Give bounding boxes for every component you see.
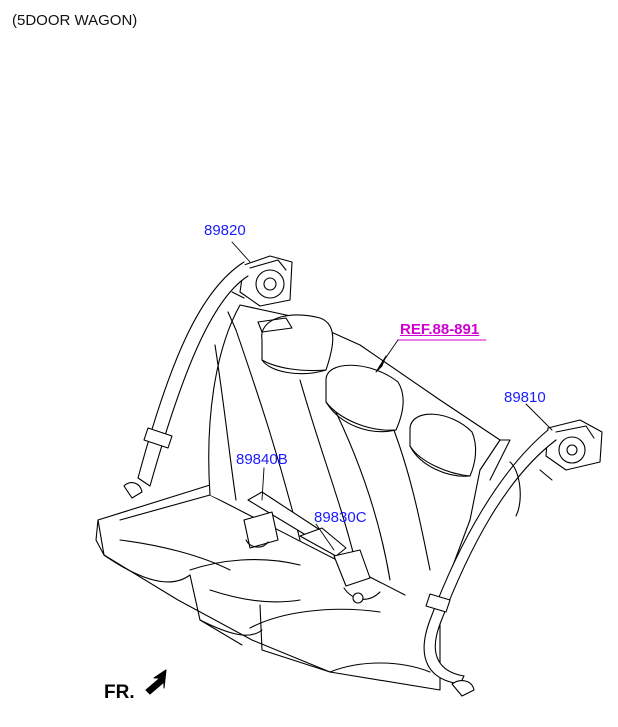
- left-belt-webbing: [123, 261, 249, 499]
- part-89810-label[interactable]: 89810: [504, 389, 546, 406]
- center-buckle-89840b: [243, 491, 321, 549]
- left-belt-retractor: [231, 255, 293, 307]
- front-direction-arrow-icon: [145, 669, 167, 695]
- front-direction-label: FR.: [104, 682, 135, 703]
- diagram-title: (5DOOR WAGON): [12, 12, 138, 29]
- part-89830c-label[interactable]: 89830C: [314, 509, 367, 526]
- leader-lines: [231, 241, 553, 551]
- center-belt-89830c: [299, 527, 381, 604]
- seat-back: [208, 304, 511, 601]
- headrest-right: [409, 413, 477, 477]
- headrest-center: [325, 364, 404, 433]
- right-belt-webbing: [423, 429, 557, 697]
- reference-link[interactable]: REF.88-891: [400, 321, 480, 338]
- part-89820-label[interactable]: 89820: [204, 222, 246, 239]
- right-belt-retractor: [539, 419, 603, 481]
- headrest-left: [261, 314, 334, 375]
- shelf-slot: [257, 317, 293, 333]
- part-89840b-label[interactable]: 89840B: [236, 451, 288, 468]
